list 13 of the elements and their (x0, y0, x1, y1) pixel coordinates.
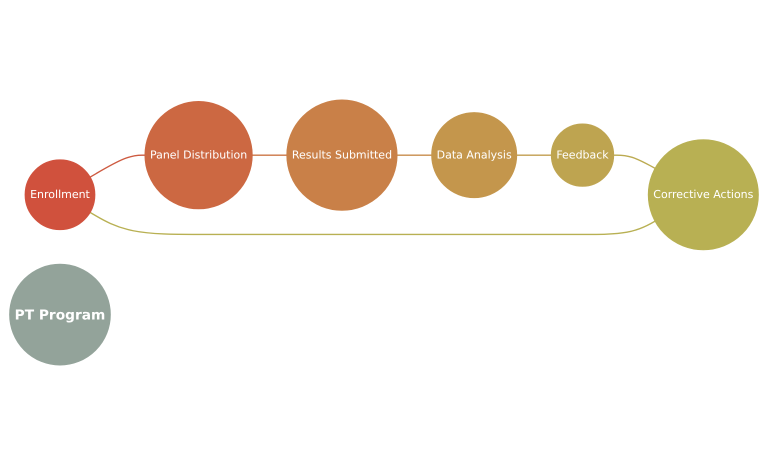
connector (397, 154, 432, 156)
connector (252, 154, 287, 156)
connector (516, 154, 552, 156)
node-circle: Corrective Actions (648, 139, 759, 250)
node-circle: Panel Distribution (144, 101, 253, 210)
connector (90, 154, 145, 178)
node-circle: Data Analysis (431, 112, 518, 198)
node-circle: Enrollment (24, 159, 96, 230)
connector (614, 154, 656, 169)
node-circle: Results Submitted (286, 100, 398, 211)
connector (90, 212, 656, 236)
node-circle: Feedback (550, 123, 614, 187)
node-circle: PT Program (9, 264, 111, 366)
